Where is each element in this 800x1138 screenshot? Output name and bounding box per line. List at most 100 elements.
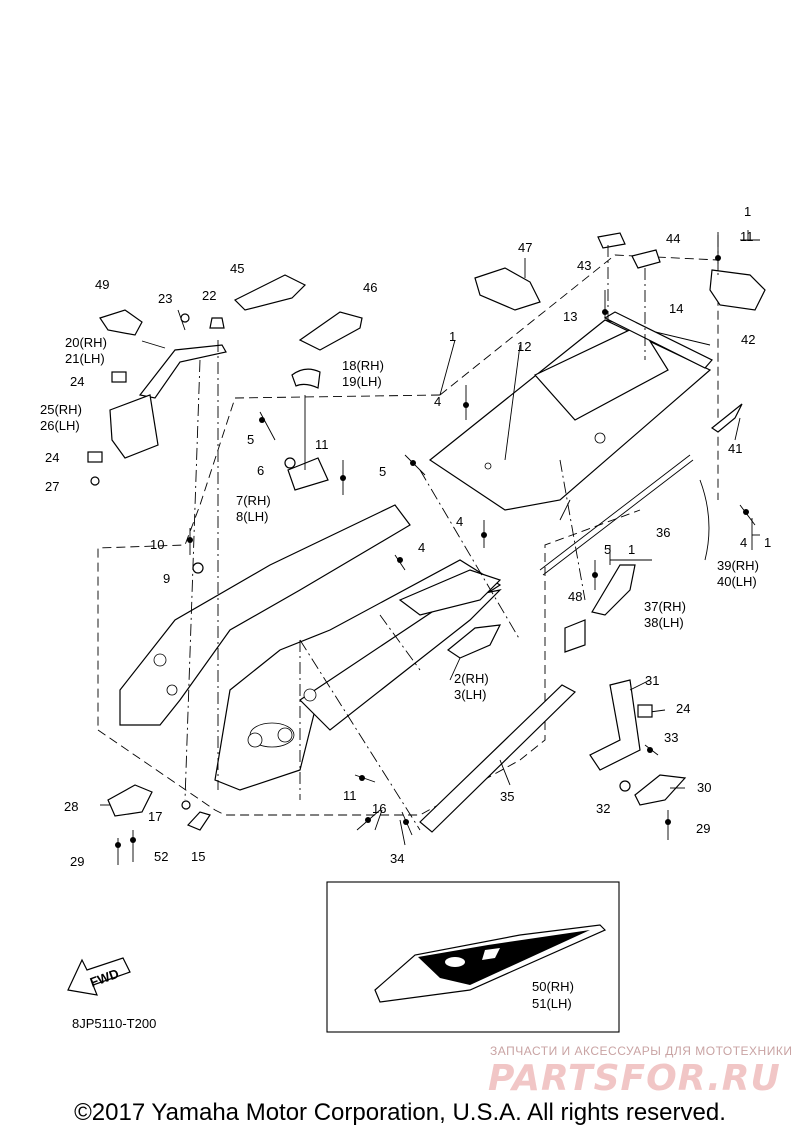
rear-deck-part	[428, 319, 712, 511]
part-label-p1_right: 1	[764, 535, 771, 550]
part-label-p7: 7(RH)	[236, 493, 271, 508]
part-label-p15: 15	[191, 849, 205, 864]
chassis-frame	[119, 504, 502, 791]
part-label-p44: 44	[666, 231, 680, 246]
part-label-p1_mid: 1	[449, 329, 456, 344]
bracket-25-26	[109, 394, 159, 459]
part-49	[99, 309, 143, 336]
watermark-tagline: ЗАПЧАСТИ И АКСЕССУАРЫ ДЛЯ МОТОТЕХНИКИ	[490, 1044, 793, 1058]
part-label-p5_a: 5	[247, 432, 254, 447]
rod-36	[539, 454, 691, 571]
part-label-p1_top: 1	[744, 204, 751, 219]
part-label-p11_low: 11	[343, 788, 357, 803]
part-label-p1_c: 1	[628, 542, 635, 557]
diagram-code: 8JP5110-T200	[72, 1016, 157, 1031]
pad-46	[298, 311, 363, 351]
deck-rail-part	[603, 311, 713, 369]
part-label-p4_c: 4	[418, 540, 425, 555]
part-label-p25: 25(RH)	[40, 402, 82, 417]
fwd-arrow-icon	[67, 957, 131, 996]
part-label-p12: 12	[517, 339, 531, 354]
part-label-p23: 23	[158, 291, 172, 306]
assembly-outline-right	[439, 254, 719, 500]
part-label-p41: 41	[728, 441, 742, 456]
plate-15	[186, 811, 211, 831]
part-label-p6: 6	[257, 463, 264, 478]
part-label-p43: 43	[577, 258, 591, 273]
part-41	[710, 403, 743, 433]
part-label-p24_a: 24	[70, 374, 84, 389]
part-label-p27: 27	[45, 479, 59, 494]
pad-44	[631, 249, 661, 269]
plate-28	[107, 784, 153, 817]
fasteners	[87, 232, 756, 865]
part-label-p18: 18(RH)	[342, 358, 384, 373]
part-label-p17: 17	[148, 809, 162, 824]
pad-43	[597, 232, 626, 249]
part-label-p19: 19(LH)	[342, 374, 382, 389]
panel-2-3	[446, 624, 502, 659]
part-label-p50: 50(RH)	[532, 979, 574, 994]
part-18	[291, 368, 321, 389]
part-7-8	[287, 457, 329, 491]
part-37-38	[591, 564, 636, 616]
copyright-notice: ©2017 Yamaha Motor Corporation, U.S.A. A…	[74, 1099, 726, 1126]
part-30	[634, 774, 687, 806]
part-label-p4_b: 4	[456, 514, 463, 529]
bracket-42	[709, 269, 766, 311]
part-label-p38: 38(LH)	[644, 615, 684, 630]
part-label-p21: 21(LH)	[65, 351, 105, 366]
rod-35	[419, 684, 577, 833]
part-label-p11_top: 11	[740, 229, 754, 244]
part-label-p35: 35	[500, 789, 514, 804]
part-label-p5_c: 5	[604, 542, 611, 557]
part-label-p8: 8(LH)	[236, 509, 269, 524]
part-label-p14: 14	[669, 301, 683, 316]
part-label-p52: 52	[154, 849, 168, 864]
decal-inset	[326, 881, 620, 1033]
part-label-p37: 37(RH)	[644, 599, 686, 614]
part-label-p40: 40(LH)	[717, 574, 757, 589]
part-label-p47: 47	[518, 240, 532, 255]
part-label-p31: 31	[645, 673, 659, 688]
part-label-p42: 42	[741, 332, 755, 347]
part-label-p4_right: 4	[740, 535, 747, 550]
part-label-p28: 28	[64, 799, 78, 814]
part-label-p10: 10	[150, 537, 164, 552]
part-label-p22: 22	[202, 288, 216, 303]
part-label-p48: 48	[568, 589, 582, 604]
pad-47	[474, 267, 541, 311]
part-label-p5_b: 5	[379, 464, 386, 479]
part-label-p49: 49	[95, 277, 109, 292]
part-label-p30: 30	[697, 780, 711, 795]
part-label-p39: 39(RH)	[717, 558, 759, 573]
part-48	[564, 619, 586, 653]
part-label-p29_a: 29	[696, 821, 710, 836]
part-label-p45: 45	[230, 261, 244, 276]
assembly-outline-upper	[97, 394, 441, 730]
step-31	[589, 679, 641, 771]
part-39-40	[699, 479, 710, 561]
part-label-p32: 32	[596, 801, 610, 816]
part-label-p9: 9	[163, 571, 170, 586]
part-label-p4_a: 4	[434, 394, 441, 409]
part-label-p33: 33	[664, 730, 678, 745]
part-label-p20: 20(RH)	[65, 335, 107, 350]
pad-45	[233, 274, 307, 311]
part-label-p51: 51(LH)	[532, 996, 572, 1011]
part-label-p13: 13	[563, 309, 577, 324]
watermark-brand: PARTSFOR.RU	[488, 1058, 781, 1099]
bracket-20-21	[138, 344, 227, 399]
part-label-p16: 16	[372, 801, 386, 816]
part-label-p36: 36	[656, 525, 670, 540]
part-label-p26: 26(LH)	[40, 418, 80, 433]
part-label-p11_mid: 11	[315, 437, 329, 452]
part-label-p29_b: 29	[70, 854, 84, 869]
leader-lines	[100, 230, 760, 971]
part-label-p46: 46	[363, 280, 377, 295]
part-label-p3: 3(LH)	[454, 687, 487, 702]
part-label-p2: 2(RH)	[454, 671, 489, 686]
part-label-p34: 34	[390, 851, 404, 866]
